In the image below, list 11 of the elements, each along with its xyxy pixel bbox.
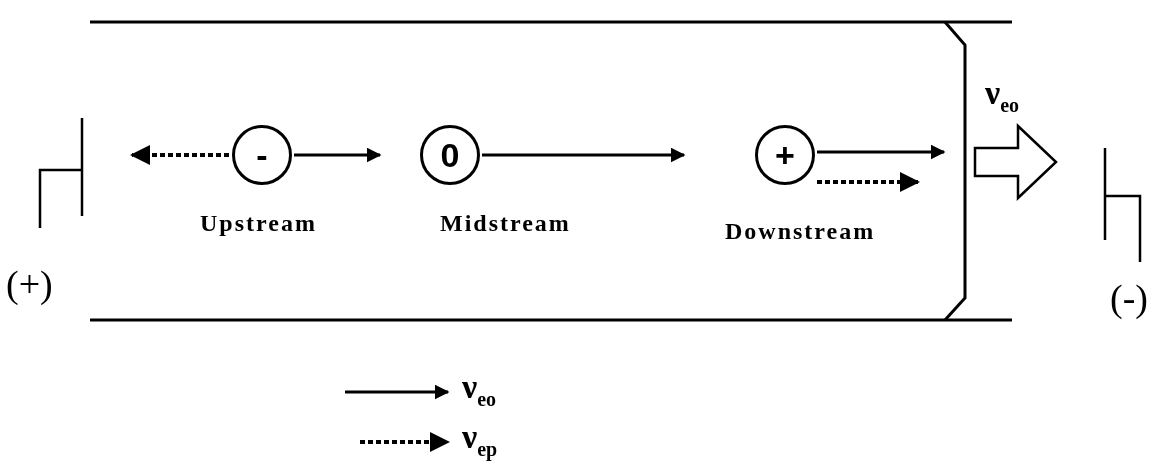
polarity-label: (+) xyxy=(6,262,53,306)
ion-circle: + xyxy=(755,125,815,185)
zone-label: Upstream xyxy=(200,210,317,237)
legend-label: ν$_{eo}$ xyxy=(462,368,497,411)
zone-label: Downstream xyxy=(725,218,876,245)
legend-label: ν$_{ep}$ xyxy=(462,418,498,461)
ion-circle: 0 xyxy=(420,125,480,185)
zone-label: Midstream xyxy=(440,210,571,237)
polarity-label: (-) xyxy=(1110,276,1148,320)
velocity-label: ν$_{eo}$ xyxy=(985,74,1020,117)
ion-circle: - xyxy=(232,125,292,185)
